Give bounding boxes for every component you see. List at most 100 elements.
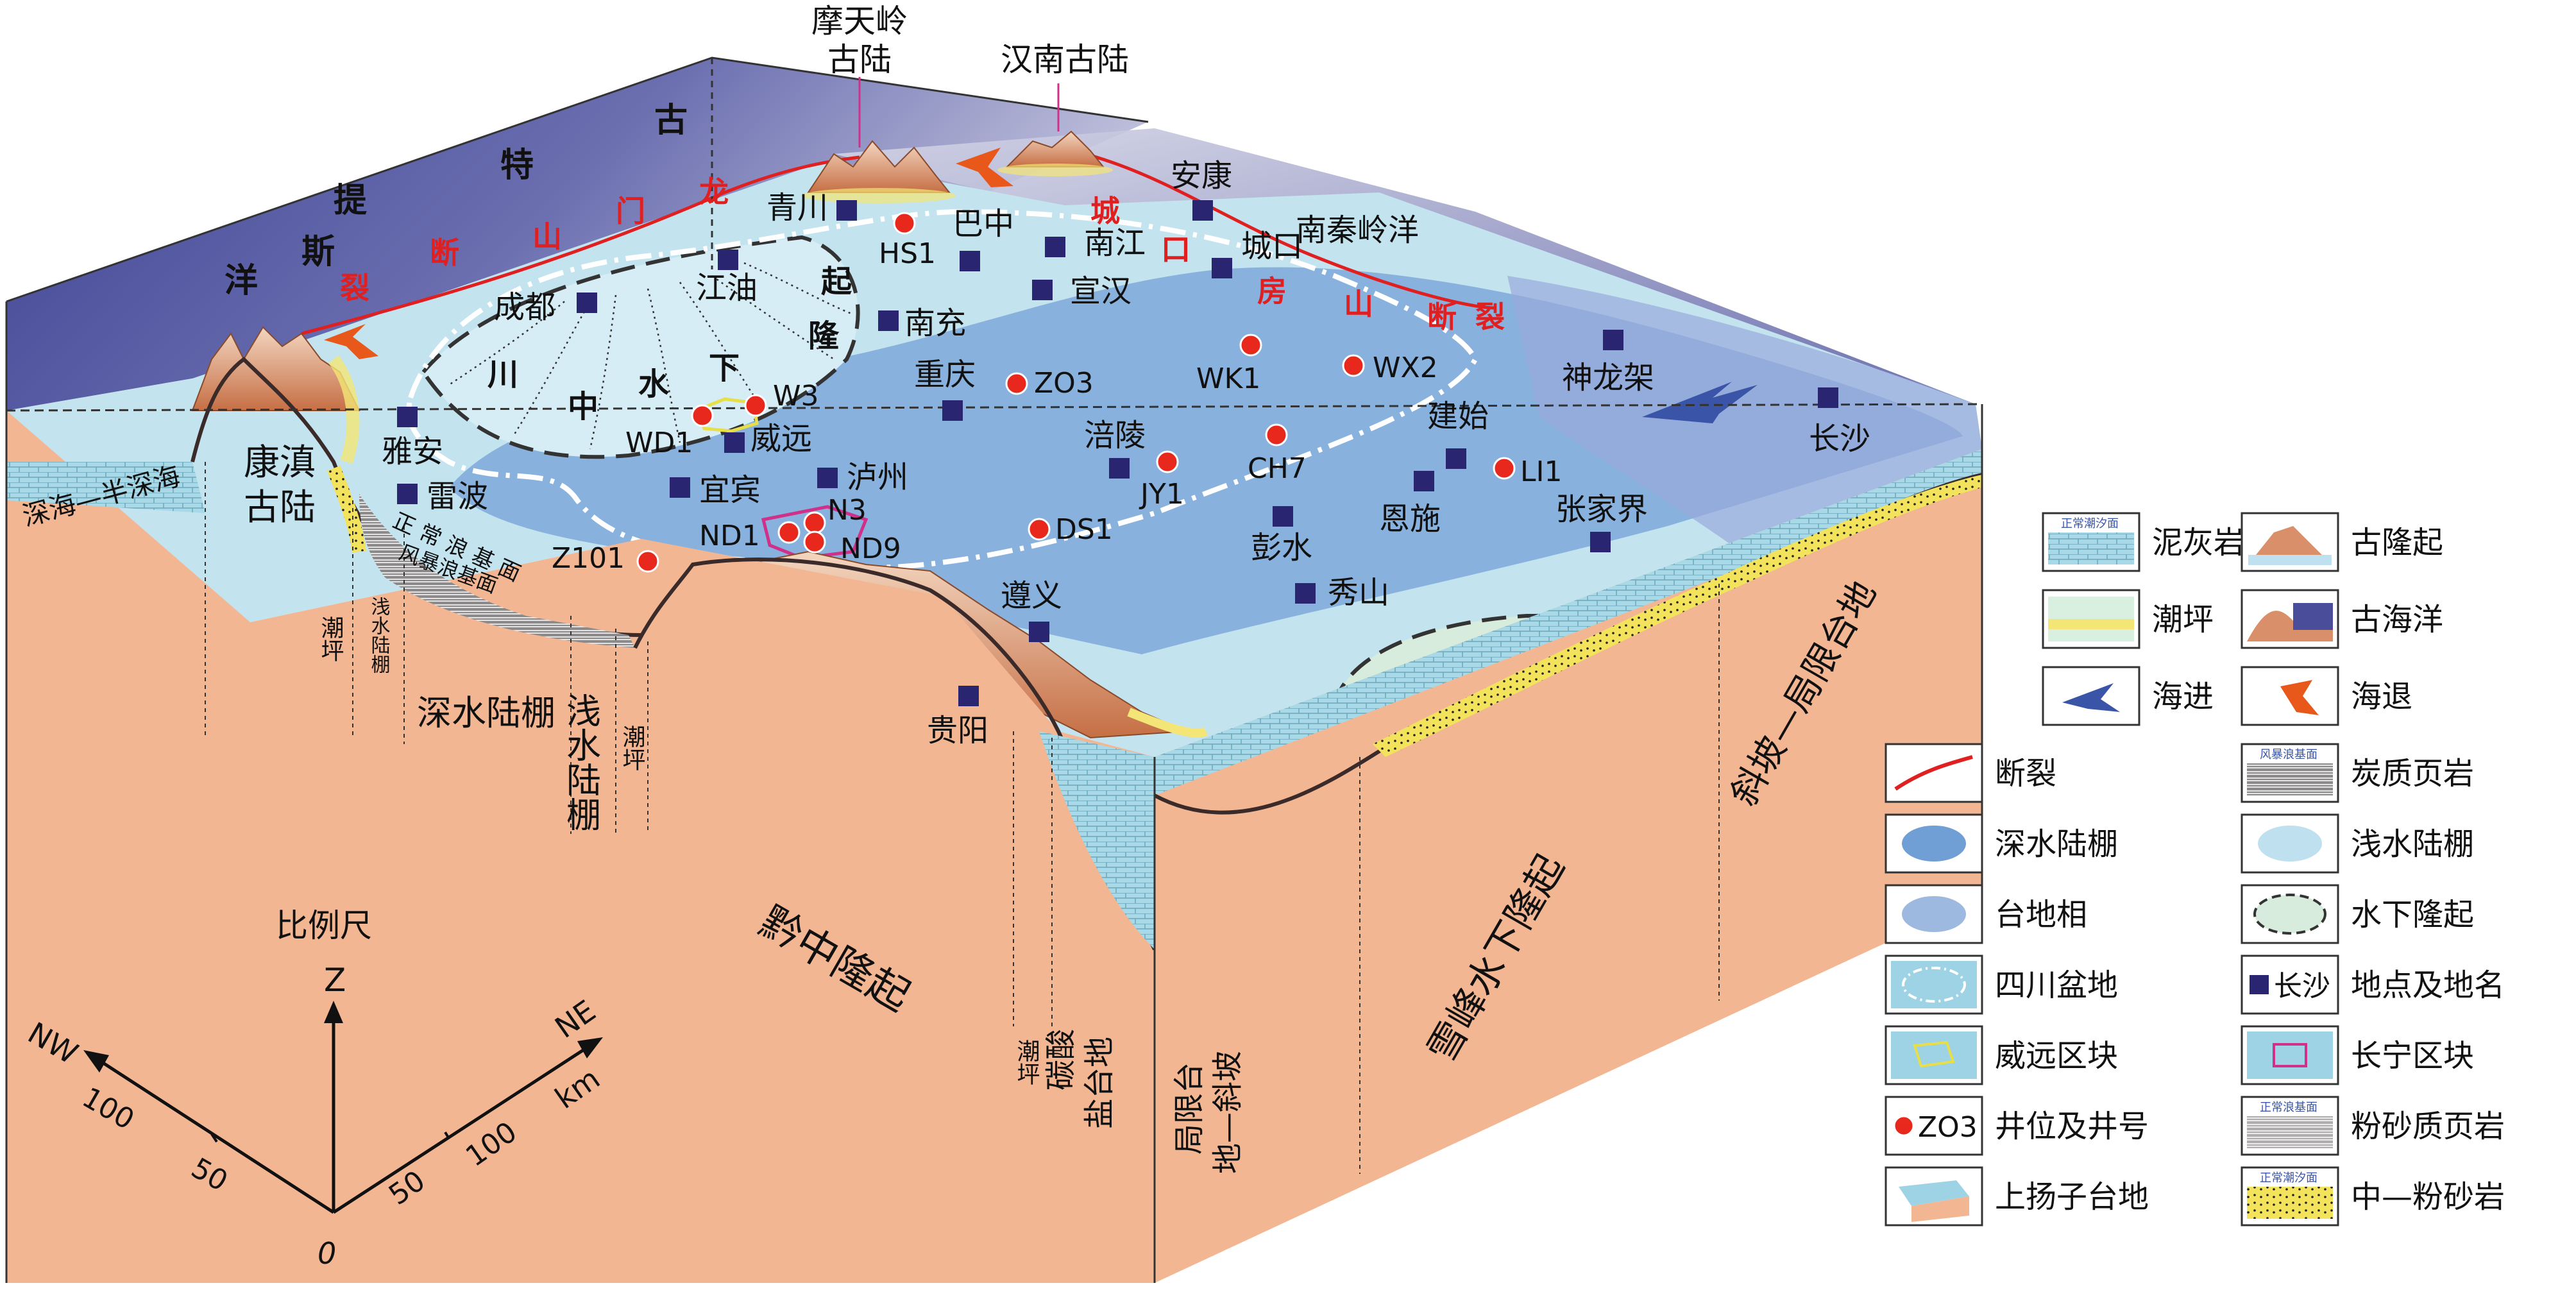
well-dot	[691, 404, 714, 427]
fault-char: 断	[430, 235, 459, 270]
legend-swatch-header: 风暴浪基面	[2260, 748, 2318, 761]
place-marker: 宣汉	[1032, 273, 1131, 309]
place-marker: 江油	[696, 250, 758, 306]
legend-label: 海进	[2152, 679, 2214, 715]
legend-item: 古海洋	[2241, 589, 2443, 649]
legend-label: 地点及地名	[2351, 967, 2505, 1003]
place-name: 巴中	[953, 206, 1014, 242]
place-marker: 泸州	[817, 459, 908, 495]
front-limestone-right	[1039, 731, 1155, 949]
legend-item: 浅水陆棚	[2241, 813, 2474, 874]
legend-label: 中—粉砂岩	[2351, 1179, 2505, 1215]
ocean-char: 斯	[301, 233, 335, 271]
well-name: HS1	[879, 237, 936, 270]
legend-item: 潮坪	[2042, 589, 2214, 649]
well-name: LI1	[1520, 455, 1562, 488]
well-name: ZO3	[1034, 367, 1094, 400]
fault-char: 房	[1257, 274, 1287, 309]
place-marker: 城口	[1212, 228, 1303, 278]
well-name: WX2	[1373, 352, 1438, 384]
place-name: 长沙	[1809, 421, 1870, 457]
well-dot	[803, 511, 826, 534]
place-square	[718, 250, 738, 270]
legend-label: 长宁区块	[2351, 1038, 2474, 1074]
well-marker: WK1	[1196, 334, 1262, 395]
fault-char: 龙	[699, 174, 729, 209]
fault-char: 裂	[1475, 300, 1505, 334]
place-marker: 重庆	[914, 357, 976, 421]
legend-label: 威远区块	[1995, 1038, 2118, 1074]
place-name: 泸州	[847, 459, 908, 495]
ocean-char: 提	[334, 182, 367, 220]
legend-item: 深水陆棚	[1885, 813, 2118, 874]
sichuan-basin-boundary	[406, 208, 1479, 571]
right-limestone-band	[1155, 449, 1982, 795]
place-name: 南充	[904, 305, 966, 341]
place-name: 彭水	[1251, 530, 1312, 566]
well-dot	[636, 550, 659, 573]
well-marker: ND9	[803, 530, 901, 565]
place-marker: 彭水	[1251, 506, 1312, 566]
well-marker: JY1	[1139, 450, 1184, 511]
place-square	[1192, 200, 1213, 221]
legend-label: 台地相	[1995, 897, 2087, 933]
motianling-label-2: 古陆	[827, 41, 892, 78]
uplift-char: 隆	[808, 318, 840, 354]
place-marker: 宜宾	[670, 472, 761, 508]
motianling-mountain	[802, 140, 956, 203]
right-sandstone-band	[1373, 475, 1982, 757]
south-qinling-ocean-label: 南秦岭洋	[1296, 212, 1419, 248]
well-name: N3	[827, 494, 867, 527]
well-name: DS1	[1055, 513, 1113, 546]
place-name: 恩施	[1379, 501, 1441, 537]
place-name: 张家界	[1555, 491, 1648, 527]
legend-item: 海退	[2241, 666, 2412, 726]
carbon-shale-wedge	[359, 494, 635, 648]
legend-inner-text: ZO3	[1918, 1111, 1978, 1144]
regression-arrows	[324, 148, 1013, 359]
tidal-flat-label-3: 潮坪	[1013, 1039, 1040, 1085]
place-name: 雷波	[427, 479, 488, 514]
place-square	[1446, 448, 1466, 469]
legend-label: 海退	[2351, 679, 2412, 715]
well-marker: HS1	[879, 212, 936, 270]
well-dot	[777, 521, 801, 544]
place-square	[958, 686, 979, 706]
legend-label: 潮坪	[2152, 602, 2214, 638]
legend-item: 上扬子台地	[1885, 1166, 2149, 1226]
restricted-slope-label-1: 局限台	[1171, 1062, 1207, 1155]
well-name: JY1	[1139, 478, 1184, 511]
place-marker: 遵义	[1001, 578, 1062, 642]
place-marker: 威远	[724, 421, 812, 457]
place-name: 秀山	[1328, 575, 1389, 611]
place-square	[397, 407, 418, 427]
place-name: 成都	[494, 289, 555, 325]
place-name: 宜宾	[699, 472, 761, 508]
well-dot	[1493, 457, 1516, 480]
restricted-slope-label-2: 地—斜坡	[1210, 1051, 1246, 1174]
weiyuan-block-outline	[693, 397, 759, 433]
well-name: CH7	[1248, 452, 1307, 485]
place-name: 建始	[1427, 398, 1489, 434]
place-square	[1212, 258, 1232, 278]
well-name: ND1	[699, 520, 760, 552]
uplift-char: 水	[638, 366, 670, 402]
legend-label: 古海洋	[2351, 602, 2443, 638]
place-marker: 建始	[1427, 398, 1489, 469]
place-square	[836, 200, 857, 221]
well-dot	[1265, 423, 1288, 446]
longmen-fault-label: 龙 门 山 断 裂	[340, 174, 729, 305]
place-square	[878, 310, 899, 331]
transgression-arrows	[1642, 382, 1758, 423]
place-square	[397, 484, 418, 504]
place-marker: 神龙架	[1562, 330, 1654, 396]
place-square	[942, 400, 963, 421]
well-name: WK1	[1196, 362, 1260, 395]
place-marker: 贵阳	[927, 686, 988, 749]
scale-axes	[83, 1001, 603, 1214]
legend-swatch-header: 正常潮汐面	[2260, 1171, 2318, 1185]
place-name: 青川	[767, 190, 828, 226]
